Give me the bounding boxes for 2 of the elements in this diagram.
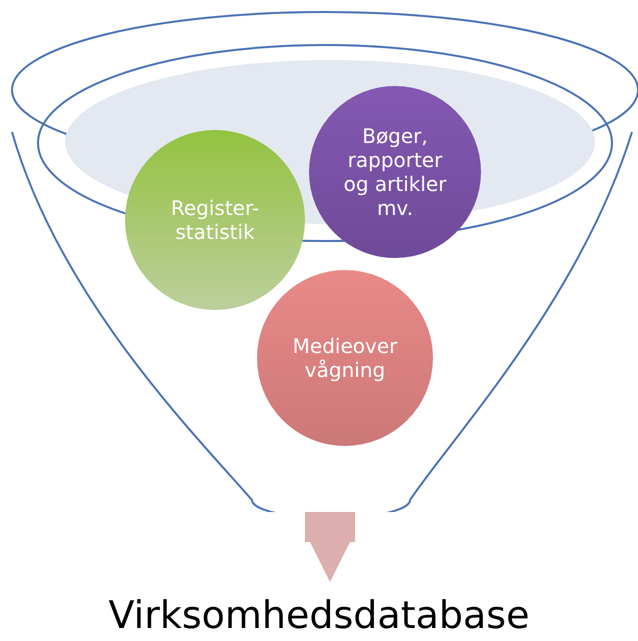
output-label: Virksomhedsdatabase <box>108 592 530 639</box>
block-arrow <box>305 512 355 582</box>
